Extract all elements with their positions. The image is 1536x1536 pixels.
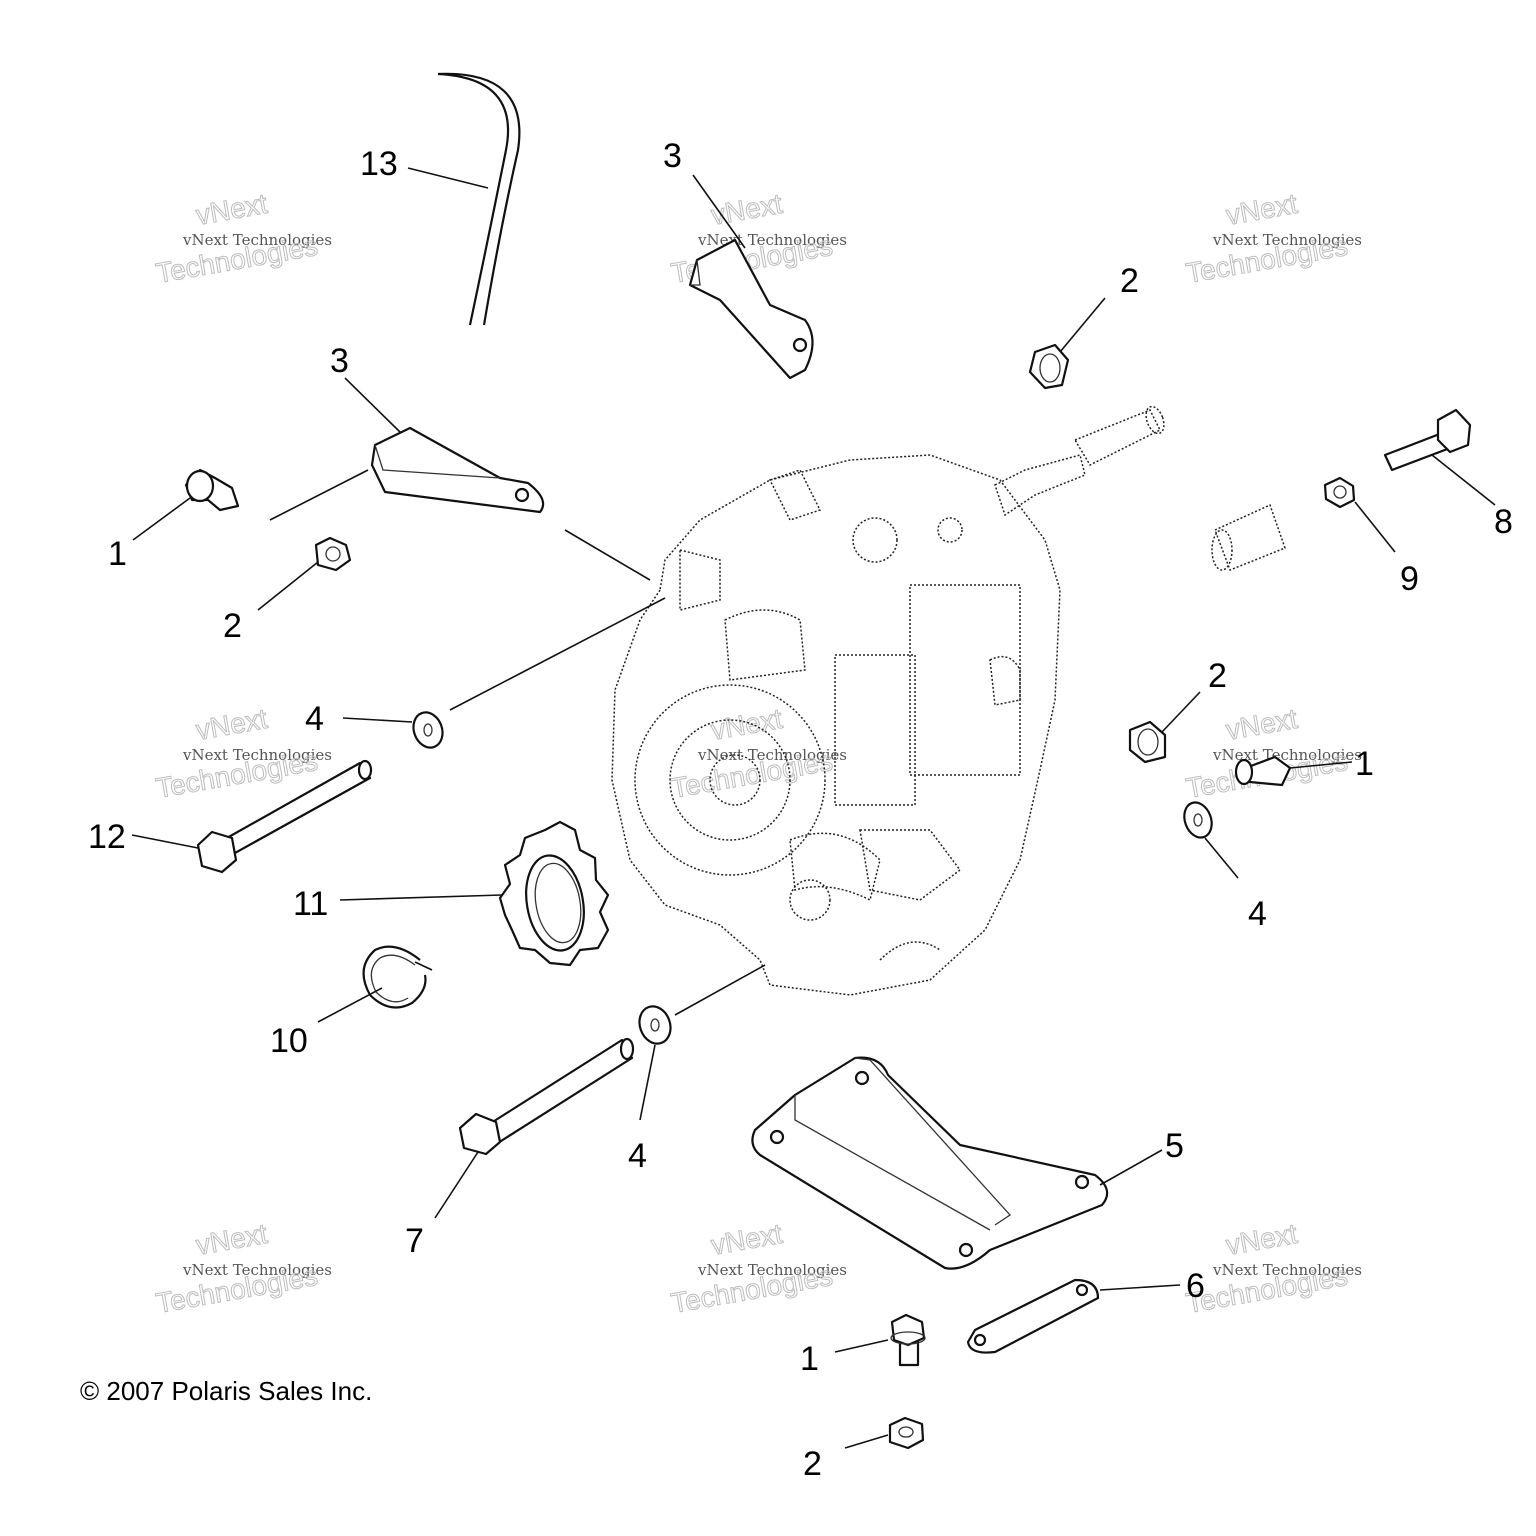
watermark-line1: vNext (709, 188, 785, 231)
callout-labels: 13 3 3 2 1 2 8 9 2 4 1 12 11 4 10 4 5 7 … (88, 137, 1513, 1483)
sprocket (339, 820, 610, 967)
snap-ring (317, 945, 433, 1023)
watermark-line1: vNext (194, 703, 270, 746)
watermark-line2: vNext Technologies (182, 231, 332, 249)
cable (407, 72, 521, 326)
callout-1-mid-right: 1 (1355, 745, 1374, 783)
nut-9 (1323, 476, 1396, 553)
callout-5: 5 (1165, 1127, 1184, 1165)
callout-2-top-right: 2 (1120, 262, 1139, 300)
watermark-line2: vNext Technologies (1212, 231, 1362, 249)
watermark-line1: vNext (194, 188, 270, 231)
flange-nut-left (257, 536, 352, 611)
callout-7: 7 (405, 1222, 424, 1260)
transmission-housing (611, 405, 1165, 996)
callout-2-left: 2 (223, 607, 242, 645)
spacer (1211, 503, 1286, 571)
callout-1-bottom: 1 (800, 1340, 819, 1378)
output-shaft (994, 405, 1165, 517)
watermark-line2: vNext Technologies (1212, 1261, 1362, 1279)
long-bolt-7 (434, 1037, 635, 1219)
callout-4-right: 4 (1248, 895, 1267, 933)
callout-2-mid-right: 2 (1208, 657, 1227, 695)
callout-4-left: 4 (305, 700, 324, 738)
bracket-top (688, 174, 814, 380)
watermark-line1: vNext (1224, 703, 1300, 746)
watermark: vNext vNext Technologies Technologies (153, 187, 332, 289)
washer-left (342, 597, 666, 749)
watermark-line1: vNext (194, 1218, 270, 1261)
bracket-left (269, 377, 651, 581)
watermark-line1: vNext (709, 703, 785, 746)
watermark-line1: vNext (1224, 188, 1300, 231)
flange-bolt-bottom (834, 1313, 926, 1367)
callout-10: 10 (270, 1022, 308, 1060)
long-bolt-12 (131, 759, 373, 874)
strap (966, 1278, 1181, 1354)
callout-12: 12 (88, 818, 126, 856)
copyright-notice: © 2007 Polaris Sales Inc. (80, 1376, 372, 1406)
watermark: vNext vNext Technologies Technologies (153, 1217, 332, 1319)
flange-nut-bottom (844, 1416, 925, 1450)
watermark-line2: vNext Technologies (1212, 746, 1362, 764)
callout-4-lower: 4 (628, 1137, 647, 1175)
watermark-line2: vNext Technologies (697, 746, 847, 764)
watermark: vNext vNext Technologies Technologies (1183, 1217, 1362, 1319)
callout-3-top: 3 (663, 137, 682, 175)
callout-13: 13 (360, 145, 398, 183)
watermark-line1: vNext (1224, 1218, 1300, 1261)
watermark-line1: vNext (709, 1218, 785, 1261)
callout-2-bottom: 2 (803, 1445, 822, 1483)
watermark: vNext vNext Technologies Technologies (668, 1217, 847, 1319)
washer-right (1183, 801, 1239, 879)
callout-3-left: 3 (330, 342, 349, 380)
callout-9: 9 (1400, 560, 1419, 598)
watermark-line2: vNext Technologies (182, 1261, 332, 1279)
watermark: vNext vNext Technologies Technologies (1183, 187, 1362, 289)
flange-bolt-left (132, 468, 240, 541)
callout-8: 8 (1494, 503, 1513, 541)
flange-nut-mid-right (1128, 691, 1201, 764)
mounting-plate (751, 1056, 1163, 1270)
callout-6: 6 (1186, 1267, 1205, 1305)
watermark-line2: vNext Technologies (182, 746, 332, 764)
bolt-8 (1383, 408, 1496, 506)
watermark-line2: vNext Technologies (697, 1261, 847, 1279)
washer-lower (638, 964, 766, 1121)
callout-11: 11 (293, 885, 328, 923)
flange-bolt-mid-right (1234, 755, 1353, 787)
watermark: vNext vNext Technologies Technologies (1183, 702, 1362, 804)
flange-nut-top-right (1028, 297, 1106, 390)
callout-1-left: 1 (108, 535, 127, 573)
